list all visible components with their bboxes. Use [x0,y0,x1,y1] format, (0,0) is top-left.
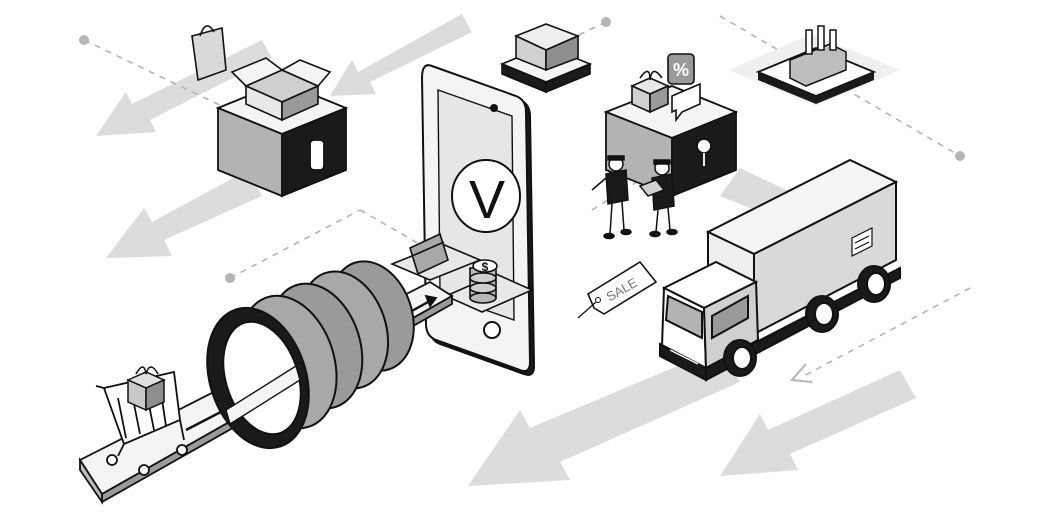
sale-tag-icon: SALE [577,260,658,319]
storage-pedestal-right [603,85,739,198]
factory-tile [728,25,900,106]
delivery-truck-icon [659,158,901,382]
shopping-bag-icon [191,25,227,82]
truck-side-sign [851,227,873,257]
percent-badge-icon: % [667,53,695,85]
direction-arrows [96,14,916,486]
worker-icon [638,159,678,238]
conveyor-ring-icon [206,260,415,450]
truck-wheels [723,265,891,377]
pallet-boxes-icon [499,23,593,94]
dashed-line-dots [79,17,965,283]
tablet-icon: V [420,64,536,376]
coin-symbol: $ [482,260,489,274]
shopping-cart-icon [95,366,188,476]
lamp-icon [696,138,712,154]
return-arrow-head [789,363,813,383]
chat-bubble-icon [671,82,701,123]
arrow-bottom-center [468,348,740,486]
arrow-top-center [330,14,472,96]
arrow-bottom-right [720,370,916,476]
tablet-logo-letter: V [469,170,505,230]
gift-icon [630,70,670,114]
bottle-icon [309,139,325,171]
worker-icon [591,155,632,240]
open-box-icon [230,57,332,122]
arrow-left-mid [106,170,262,258]
percent-badge-text: % [673,60,689,80]
credit-card-icon [389,232,483,281]
tablet-logo-circle [451,159,521,233]
coins-icon: $ [444,259,534,313]
factory-icon [789,25,847,87]
cart-gift-icon [126,366,166,412]
